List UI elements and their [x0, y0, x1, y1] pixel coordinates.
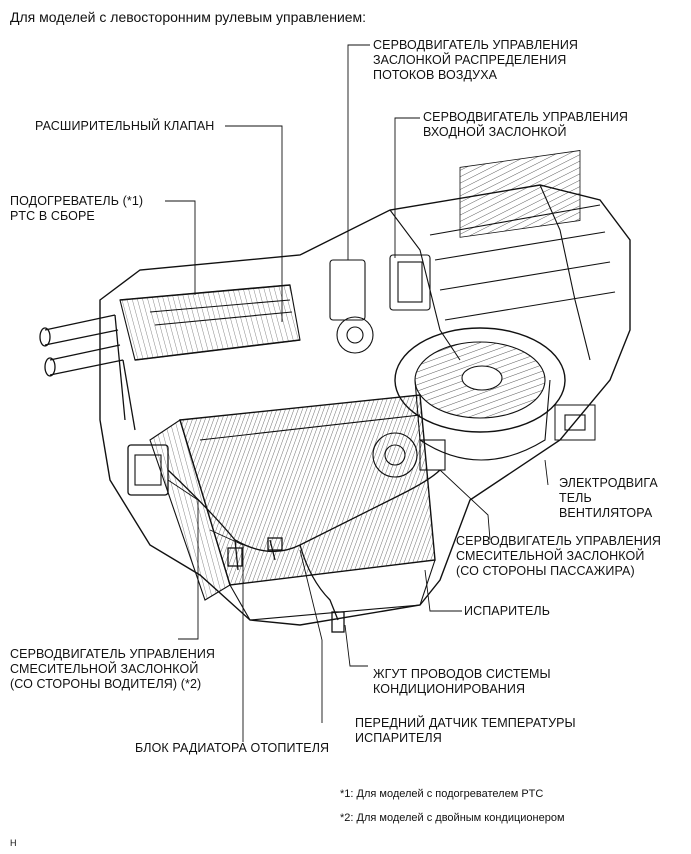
label-evaporator: ИСПАРИТЕЛЬ [464, 604, 551, 618]
label-inlet-servo: СЕРВОДВИГАТЕЛЬ УПРАВЛЕНИЯ ВХОДНОЙ ЗАСЛОН… [423, 110, 629, 139]
label-expansion-valve: РАСШИРИТЕЛЬНЫЙ КЛАПАН [35, 119, 215, 133]
servo-inlet [389, 254, 431, 311]
leader-lines [165, 44, 549, 742]
page-title: Для моделей с левосторонним рулевым упра… [10, 9, 367, 25]
label-heater-radiator: БЛОК РАДИАТОРА ОТОПИТЕЛЯ [135, 741, 330, 755]
heater-radiator-block [149, 419, 231, 601]
blower-motor [394, 327, 596, 461]
servo-mix-passenger [372, 432, 446, 478]
footnote-2: *2: Для моделей с двойным кондиционером [340, 812, 565, 824]
label-mix-servo-passenger: СЕРВОДВИГАТЕЛЬ УПРАВЛЕНИЯ СМЕСИТЕЛЬНОЙ З… [456, 534, 662, 578]
label-blower-motor: ЭЛЕКТРОДВИГА ТЕЛЬ ВЕНТИЛЯТОРА [559, 476, 658, 520]
ac-wire-harness [167, 469, 441, 633]
label-airflow-servo: СЕРВОДВИГАТЕЛЬ УПРАВЛЕНИЯ ЗАСЛОНКОЙ РАСП… [373, 38, 579, 82]
label-ptc-heater: ПОДОГРЕВАТЕЛЬ (*1) PTC В СБОРЕ [10, 194, 144, 223]
ptc-heater-assembly [119, 284, 301, 361]
servo-airflow-distribution [329, 259, 374, 354]
heater-pipes [39, 314, 136, 431]
label-wire-harness: ЖГУТ ПРОВОДОВ СИСТЕМЫ КОНДИЦИОНИРОВАНИЯ [373, 667, 551, 696]
label-evap-temp-sensor: ПЕРЕДНИЙ ДАТЧИК ТЕМПЕРАТУРЫ ИСПАРИТЕЛЯ [355, 716, 576, 745]
label-mix-servo-driver: СЕРВОДВИГАТЕЛЬ УПРАВЛЕНИЯ СМЕСИТЕЛЬНОЙ З… [10, 647, 216, 691]
footnote-1: *1: Для моделей с подогревателем PTC [340, 788, 544, 800]
corner-mark: H [10, 838, 17, 848]
hvac-housing [99, 150, 631, 626]
evaporator-core [179, 394, 436, 621]
